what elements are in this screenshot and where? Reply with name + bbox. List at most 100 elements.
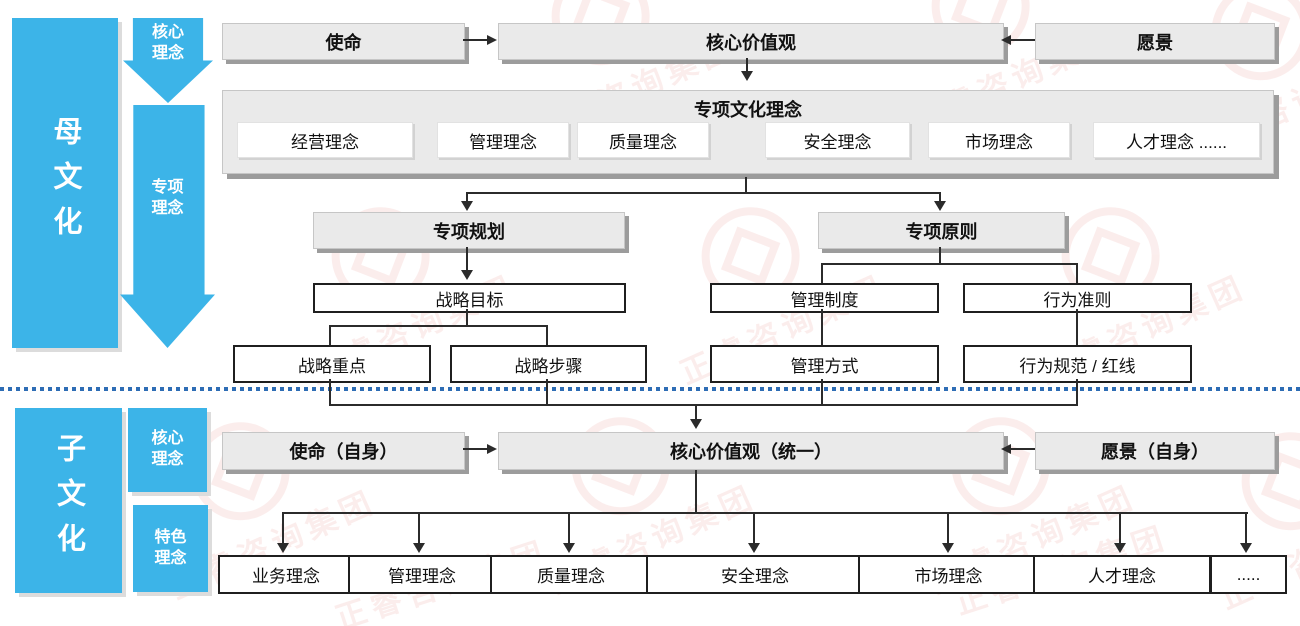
connector-line: [1076, 379, 1078, 406]
arrowhead-down: [563, 543, 575, 553]
special-principles-label: 专项原则: [905, 221, 978, 242]
child-item-box: .....: [1210, 555, 1287, 594]
child-item-label: .....: [1236, 564, 1261, 584]
management-system-label: 管理制度: [790, 290, 859, 310]
culture-item-label: 经营理念: [291, 132, 359, 152]
behavior-code-box: 行为准则: [963, 283, 1192, 313]
special-principles-box: 专项原则: [818, 212, 1065, 249]
child-culture-label: 子文化: [52, 433, 85, 568]
child-item-label: 安全理念: [721, 567, 789, 586]
arrowhead-down: [748, 543, 760, 553]
connector-line: [1119, 512, 1121, 544]
connector-line: [821, 263, 823, 283]
connector-line: [546, 325, 548, 345]
arrowhead-down: [413, 543, 425, 553]
behavior-norms-box: 行为规范 / 红线: [963, 345, 1192, 383]
strategy-steps-label: 战略步骤: [514, 356, 583, 376]
connector-line: [695, 404, 697, 420]
arrowhead-left: [1001, 444, 1011, 454]
arrowhead-down: [1240, 543, 1252, 553]
connector-line: [821, 309, 823, 345]
culture-item-label: 质量理念: [609, 132, 677, 152]
special-planning-label: 专项规划: [433, 221, 505, 242]
arrowhead-down: [690, 419, 702, 429]
behavior-norms-label: 行为规范 / 红线: [1019, 356, 1136, 376]
connector-line: [1076, 309, 1078, 345]
child-item-label: 质量理念: [537, 567, 605, 586]
parent-culture-label: 母文化: [49, 115, 81, 251]
culture-item-label: 管理理念: [469, 132, 537, 152]
child-item-label: 管理理念: [388, 567, 456, 586]
core-idea-down-arrow: 核心 理念: [123, 18, 213, 103]
arrowhead-down: [934, 201, 946, 211]
arrowhead-left: [1001, 35, 1011, 45]
special-culture-title: 专项文化理念: [694, 100, 802, 120]
arrowhead-right: [487, 35, 497, 45]
connector-line: [1010, 39, 1035, 41]
parent-culture-bar: 母文化: [12, 18, 118, 348]
child-culture-bar: 子文化: [15, 408, 122, 593]
connector-line: [329, 404, 1078, 406]
connector-line: [695, 470, 697, 514]
connector-line: [282, 512, 1248, 514]
vision-box: 愿景: [1035, 23, 1275, 60]
core-values-label: 核心价值观: [706, 32, 796, 53]
core-idea-arrow-label: 核心 理念: [151, 24, 184, 62]
connector-line: [568, 512, 570, 544]
management-system-box: 管理制度: [710, 283, 939, 313]
culture-item-box: 经营理念: [237, 122, 413, 158]
parent-child-divider: [0, 387, 1300, 391]
child-item-box: 管理理念: [348, 555, 496, 594]
culture-item-label: 人才理念 ......: [1125, 132, 1228, 152]
connector-line: [1245, 512, 1247, 544]
culture-item-box: 市场理念: [928, 122, 1070, 158]
arrowhead-down: [277, 543, 289, 553]
strategy-goal-box: 战略目标: [313, 283, 626, 313]
connector-line: [939, 192, 941, 202]
connector-line: [282, 512, 284, 544]
child-item-label: 人才理念: [1088, 567, 1156, 586]
connector-line: [329, 379, 331, 406]
strategy-steps-box: 战略步骤: [450, 345, 647, 383]
child-item-box: 市场理念: [858, 555, 1039, 594]
child-mission-box: 使命（自身）: [222, 432, 465, 470]
management-method-label: 管理方式: [790, 356, 859, 376]
connector-line: [821, 263, 1078, 265]
strategy-focus-box: 战略重点: [233, 345, 431, 383]
connector-line: [746, 58, 748, 72]
connector-line: [821, 379, 823, 406]
special-idea-arrow-label: 专项 理念: [151, 179, 184, 217]
connector-line: [745, 177, 747, 194]
arrowhead-down: [461, 270, 473, 280]
core-values-box: 核心价值观: [498, 23, 1004, 60]
child-item-box: 质量理念: [490, 555, 652, 594]
child-item-box: 安全理念: [646, 555, 864, 594]
vision-label: 愿景: [1137, 32, 1173, 53]
connector-line: [418, 512, 420, 544]
child-item-box: 人才理念: [1033, 555, 1211, 594]
arrowhead-down: [942, 543, 954, 553]
mission-box: 使命: [222, 23, 465, 60]
child-vision-box: 愿景（自身）: [1035, 432, 1275, 470]
child-core-idea-label: 核心 理念: [151, 430, 184, 468]
child-item-label: 市场理念: [914, 567, 983, 586]
child-core-values-box: 核心价值观（统一）: [498, 432, 1004, 470]
special-idea-down-arrow: 专项 理念: [120, 105, 215, 348]
culture-item-box: 人才理念 ......: [1093, 122, 1260, 158]
connector-line: [466, 192, 468, 202]
child-item-label: 业务理念: [252, 567, 320, 586]
connector-line: [939, 247, 941, 265]
culture-item-box: 管理理念: [437, 122, 569, 158]
connector-line: [1076, 263, 1078, 283]
arrowhead-down: [741, 71, 753, 81]
culture-item-label: 安全理念: [803, 132, 872, 152]
connector-line: [753, 512, 755, 544]
mission-label: 使命: [325, 32, 362, 53]
connector-line: [329, 325, 331, 345]
connector-line: [466, 192, 941, 194]
child-feature-idea-label: 特色 理念: [154, 528, 187, 567]
culture-item-label: 市场理念: [965, 132, 1033, 152]
strategy-goal-label: 战略目标: [435, 290, 504, 310]
culture-item-box: 安全理念: [765, 122, 910, 158]
